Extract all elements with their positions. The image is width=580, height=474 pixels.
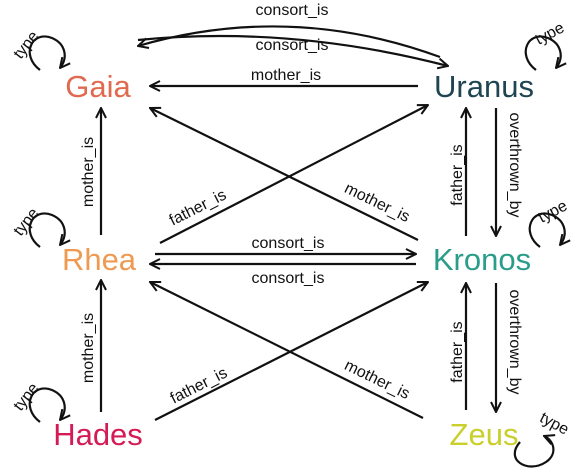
type-loop-gaia: type xyxy=(10,28,64,71)
edge-label: mother_is xyxy=(80,313,97,383)
type-loop-hades: type xyxy=(10,380,64,423)
self-loop-label: type xyxy=(10,380,42,414)
node-gaia: Gaia xyxy=(65,69,131,104)
edge-label: consort_is xyxy=(256,2,329,19)
edge-label: consort_is xyxy=(252,235,325,252)
self-loop-label: type xyxy=(10,28,42,62)
edge-label: father_is xyxy=(449,144,466,205)
type-loop-kronos: type xyxy=(528,197,571,248)
self-loop-label: type xyxy=(537,409,572,438)
edge-label: consort_is xyxy=(252,270,325,287)
edge-rhea-father-uranus xyxy=(159,105,428,244)
edge-zeus-mother-rhea xyxy=(150,282,424,419)
edge-hades-father-kronos xyxy=(154,282,428,421)
node-uranus: Uranus xyxy=(434,69,534,104)
type-loop-zeus: type xyxy=(513,409,572,468)
type-loop-uranus: type xyxy=(524,19,568,71)
node-zeus: Zeus xyxy=(450,417,519,452)
node-hades: Hades xyxy=(53,417,143,452)
edge-gaia-consort-uranus xyxy=(137,34,448,66)
edge-label: mother_is xyxy=(251,67,321,84)
self-loop-label: type xyxy=(10,205,42,239)
type-loop-rhea: type xyxy=(10,205,64,248)
node-rhea: Rhea xyxy=(62,242,137,277)
edge-label: overthrown_by xyxy=(506,113,523,218)
edge-label: father_is xyxy=(449,321,466,382)
edge-label: mother_is xyxy=(80,137,97,207)
self-loop-label: type xyxy=(533,19,568,48)
self-loop-label: type xyxy=(536,197,571,226)
edge-label: overthrown_by xyxy=(506,290,523,395)
edge-kronos-mother-gaia xyxy=(150,108,419,241)
node-kronos: Kronos xyxy=(433,242,531,277)
edge-label: consort_is xyxy=(256,37,329,54)
